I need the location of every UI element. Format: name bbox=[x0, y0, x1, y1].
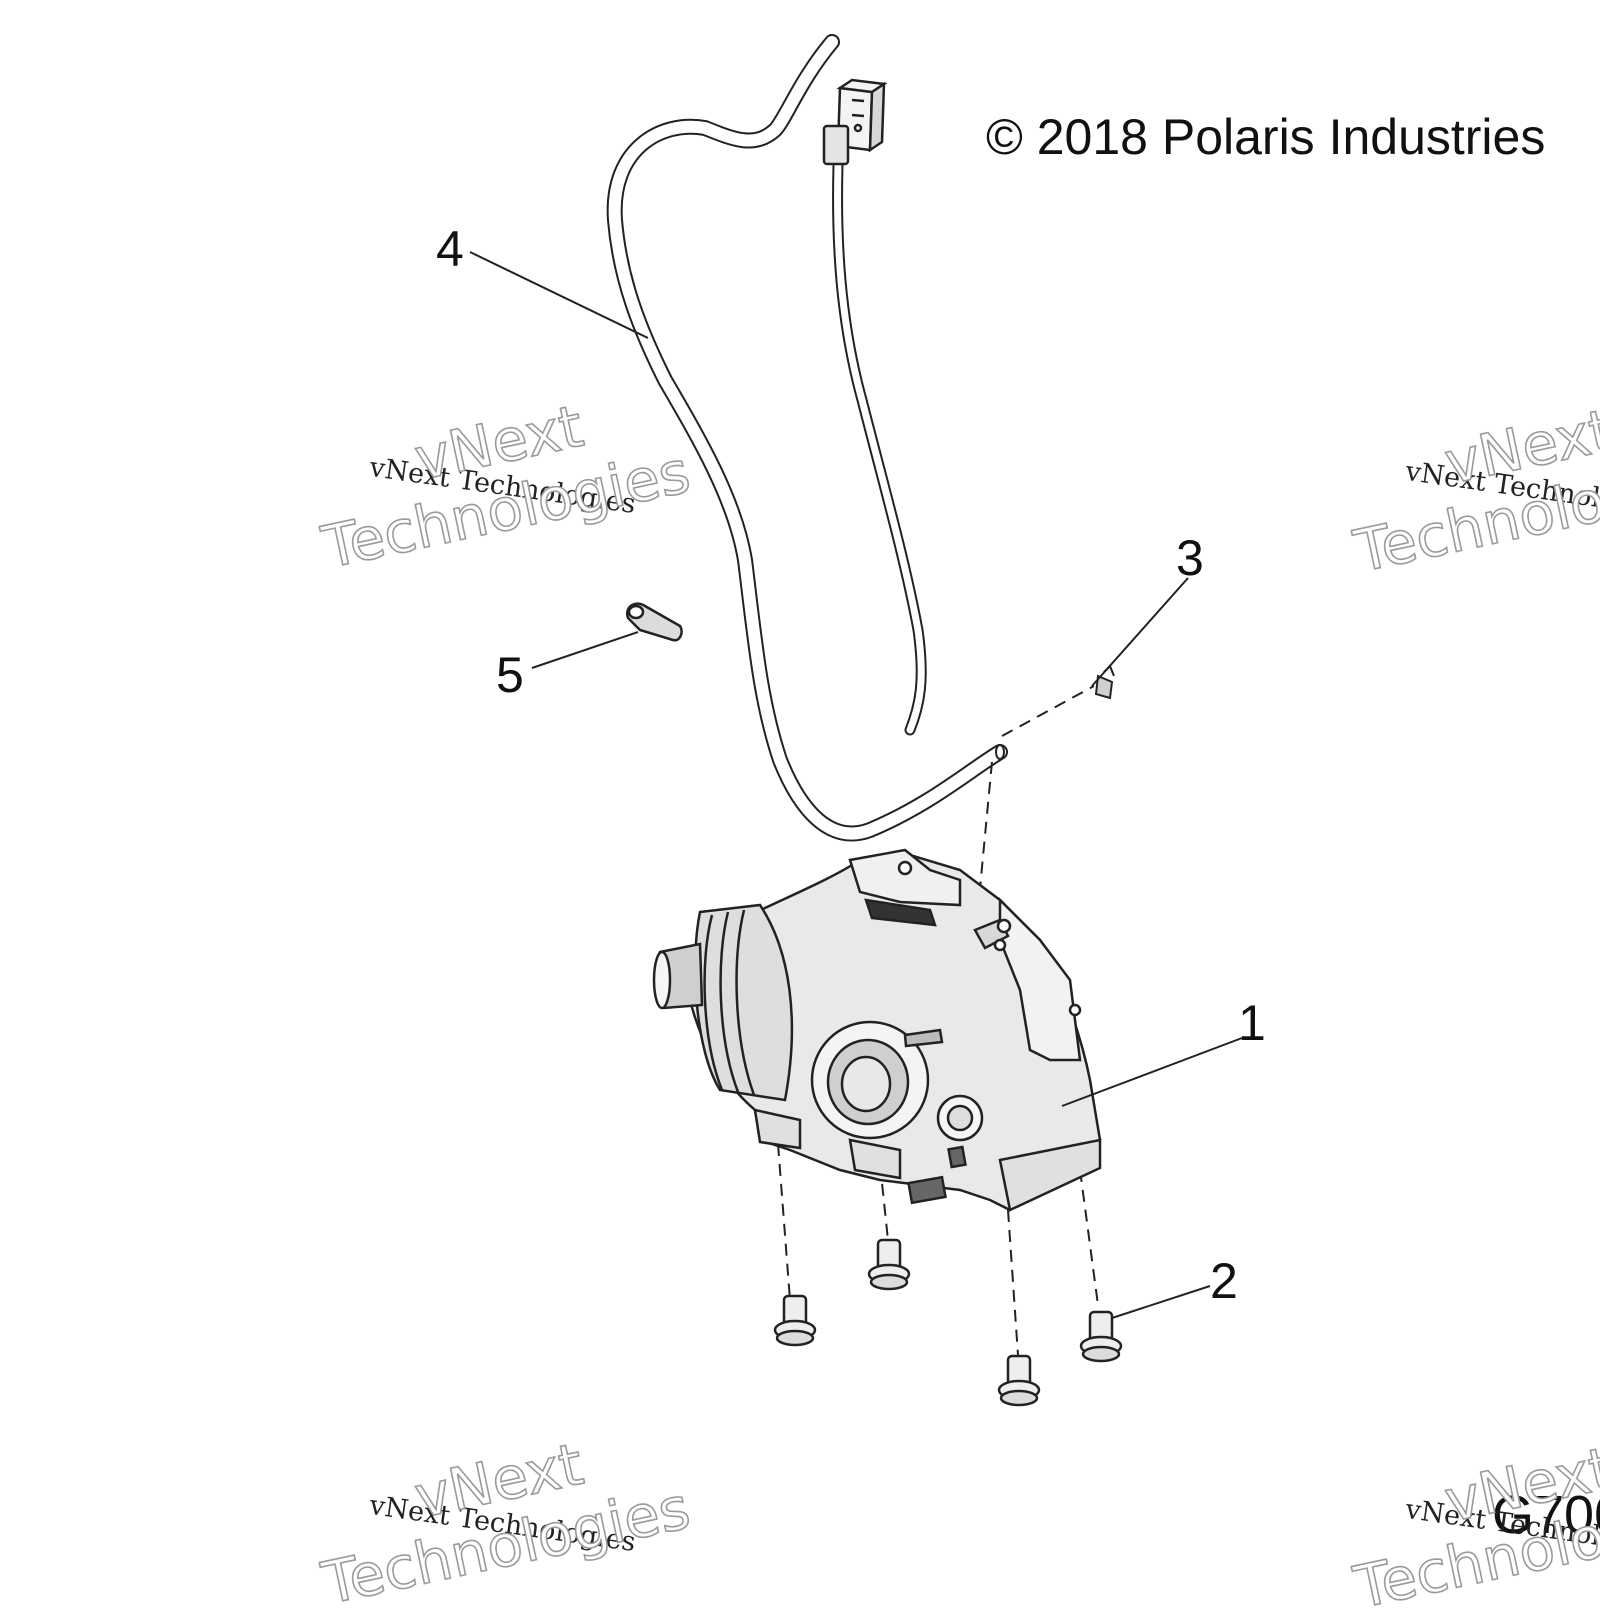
copyright-notice: © 2018 Polaris Industries bbox=[986, 109, 1546, 165]
callout-1: 1 bbox=[1238, 995, 1266, 1051]
callout-3: 3 bbox=[1176, 530, 1204, 586]
vent-hose bbox=[606, 34, 1008, 842]
callout-4: 4 bbox=[436, 221, 464, 277]
assembly-lines bbox=[777, 685, 1099, 1356]
callout-2: 2 bbox=[1210, 1253, 1238, 1309]
bolt bbox=[1079, 1310, 1123, 1363]
bolt bbox=[997, 1354, 1041, 1407]
leader-lines bbox=[469, 251, 1243, 1319]
bolt bbox=[773, 1294, 817, 1347]
differential-housing bbox=[652, 848, 1102, 1212]
sensor-wire bbox=[832, 159, 927, 736]
figure-code: G700 bbox=[1492, 1485, 1600, 1545]
bolt bbox=[867, 1238, 911, 1291]
clip bbox=[625, 602, 683, 642]
connector-plug bbox=[822, 78, 888, 166]
callout-5: 5 bbox=[496, 647, 524, 703]
